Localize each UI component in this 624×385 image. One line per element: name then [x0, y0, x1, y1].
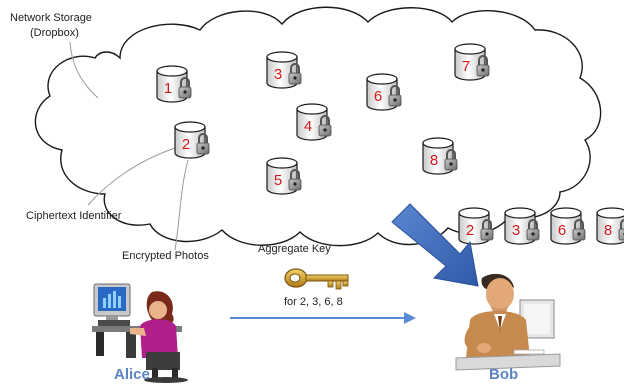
leader-ciphertext — [87, 147, 176, 206]
cloud-db-number: 5 — [274, 172, 282, 189]
lock-icon — [288, 63, 302, 85]
alice-name: Alice — [114, 366, 150, 383]
cloud-database-group: 1 2 3 4 5 6 7 8 — [156, 43, 490, 195]
cloud-db-8: 8 — [422, 137, 458, 175]
bob-db-number: 8 — [604, 222, 612, 239]
bob-db-6: 6 — [550, 207, 586, 245]
leader-encrypted — [174, 159, 189, 251]
lock-icon — [196, 133, 210, 155]
cloud-db-2: 2 — [174, 121, 210, 159]
cloud-db-6: 6 — [366, 73, 402, 111]
bob-db-number: 2 — [466, 222, 474, 239]
cloud-db-3: 3 — [266, 51, 302, 89]
bob-database-group: 2 3 6 8 — [458, 207, 624, 245]
cloud-db-number: 7 — [462, 58, 470, 75]
network-storage-label: Network Storage — [10, 12, 92, 24]
aggregate-key-label: Aggregate Key — [258, 243, 331, 255]
lock-icon — [388, 85, 402, 107]
ciphertext-identifier-label: Ciphertext Identifier — [26, 210, 122, 222]
lock-icon — [572, 219, 586, 241]
cloud-db-number: 1 — [164, 80, 172, 97]
bob-db-2: 2 — [458, 207, 494, 245]
download-arrow — [391, 203, 479, 287]
person-at-desk-icon — [455, 273, 561, 371]
cloud-db-number: 4 — [304, 118, 312, 135]
lock-icon — [178, 77, 192, 99]
cloud-db-number: 2 — [182, 136, 190, 153]
lock-icon — [318, 115, 332, 137]
cloud-db-4: 4 — [296, 103, 332, 141]
cloud-db-1: 1 — [156, 65, 192, 103]
person-at-computer-icon — [92, 283, 188, 383]
lock-icon — [480, 219, 494, 241]
share-arrow — [230, 312, 416, 324]
cloud-db-number: 8 — [430, 152, 438, 169]
bob-db-8: 8 — [596, 207, 624, 245]
bob-name: Bob — [489, 366, 519, 383]
lock-icon — [476, 55, 490, 77]
lock-icon — [444, 149, 458, 171]
aggregate-key-list-label: for 2, 3, 6, 8 — [284, 296, 343, 308]
cloud-db-number: 6 — [374, 88, 382, 105]
encrypted-photos-label: Encrypted Photos — [122, 250, 209, 262]
bob-db-3: 3 — [504, 207, 540, 245]
cloud-db-5: 5 — [266, 157, 302, 195]
cloud-db-7: 7 — [454, 43, 490, 81]
lock-icon — [288, 169, 302, 191]
leader-network-storage — [69, 41, 99, 99]
dropbox-label: (Dropbox) — [30, 27, 79, 39]
lock-icon — [526, 219, 540, 241]
cloud-db-number: 3 — [274, 66, 282, 83]
bob-db-number: 6 — [558, 222, 566, 239]
key-icon — [284, 268, 349, 290]
bob-db-number: 3 — [512, 222, 520, 239]
